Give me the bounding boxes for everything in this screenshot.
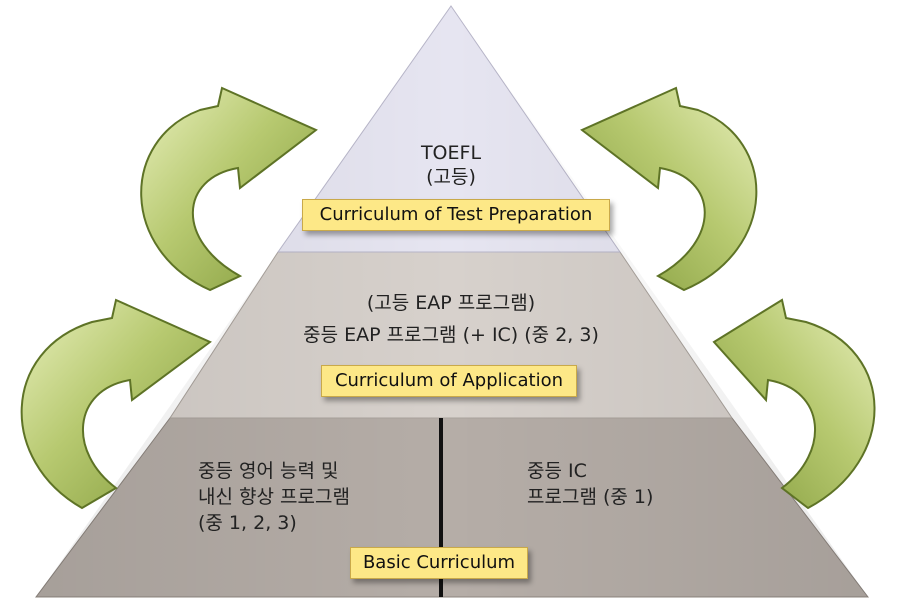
pyramid-shading <box>36 6 868 597</box>
top-tier-line-1: TOEFL <box>420 142 482 164</box>
middle-tier-label: Curriculum of Application <box>321 365 577 397</box>
top-tier-line-2: (고등) <box>426 166 476 188</box>
arrow-right-lower <box>712 298 876 510</box>
curved-arrow-icon <box>20 298 212 510</box>
bottom-tier-label: Basic Curriculum <box>350 547 528 579</box>
bottom-right-line-2: 프로그램 (중 1) <box>527 486 654 508</box>
curved-arrow-icon <box>140 86 318 292</box>
bottom-right-line-1: 중등 IC <box>527 460 587 482</box>
curved-arrow-icon <box>580 86 758 292</box>
arrow-left-lower <box>20 298 212 510</box>
bottom-left-line-1: 중등 영어 능력 및 <box>198 460 339 482</box>
bottom-left-line-3: (중 1, 2, 3) <box>198 512 297 534</box>
middle-tier-line-1: (고등 EAP 프로그램) <box>366 292 536 314</box>
arrow-left-upper <box>140 86 318 292</box>
curved-arrow-icon <box>712 298 876 510</box>
arrow-right-upper <box>580 86 758 292</box>
middle-tier-line-2: 중등 EAP 프로그램 (+ IC) (중 2, 3) <box>303 324 599 346</box>
bottom-left-line-2: 내신 향상 프로그램 <box>198 486 350 508</box>
top-tier-label: Curriculum of Test Preparation <box>302 199 610 231</box>
